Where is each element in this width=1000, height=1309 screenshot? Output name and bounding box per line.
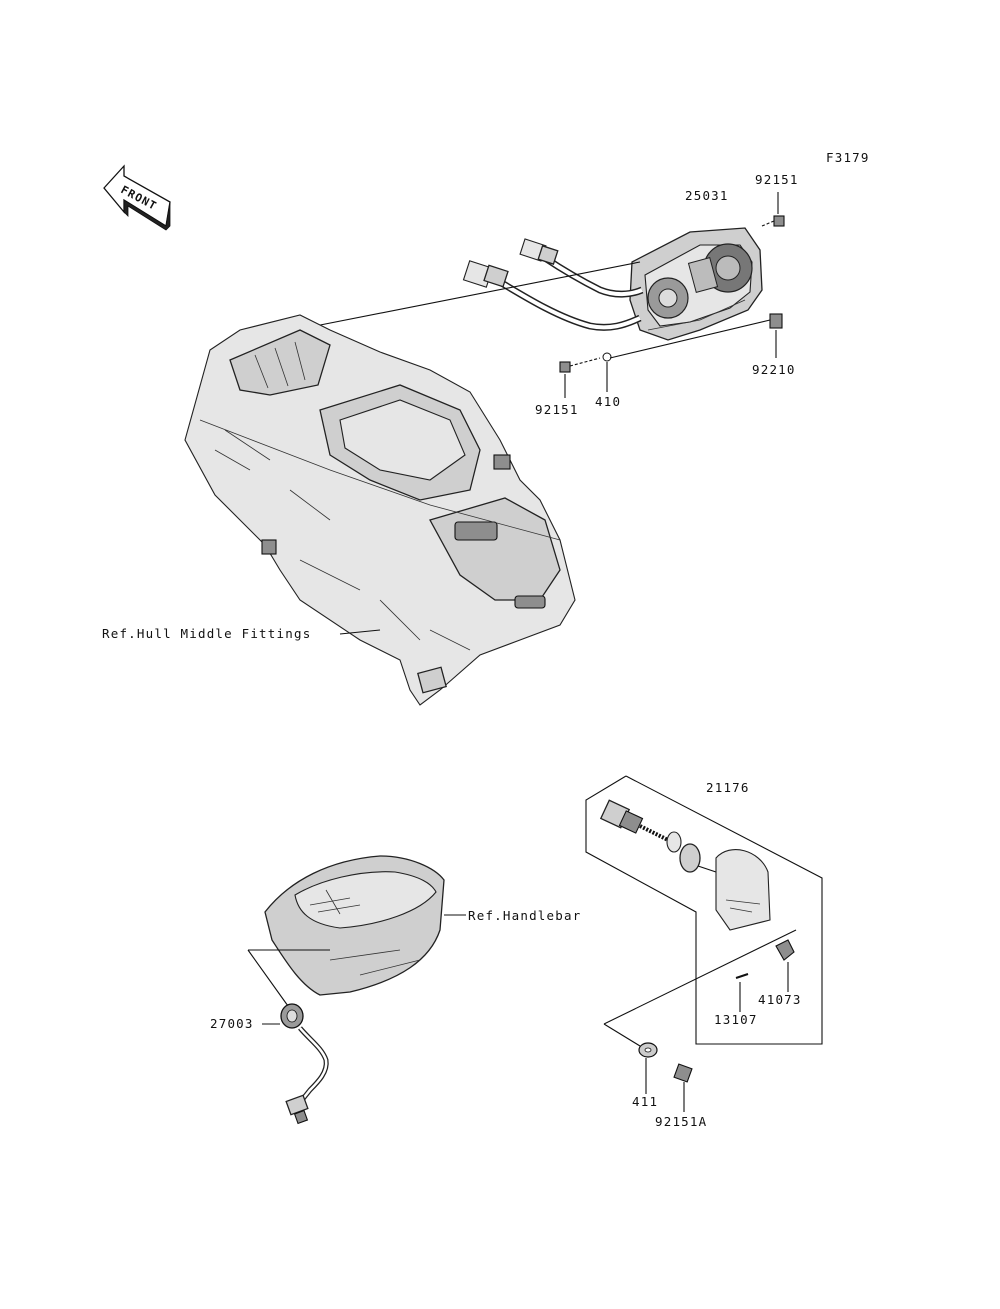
- clip-41073: [775, 939, 795, 961]
- label-410: 410: [595, 394, 621, 409]
- label-13107: 13107: [714, 1012, 758, 1027]
- figure-code: F3179: [826, 150, 870, 165]
- label-27003: 27003: [210, 1016, 254, 1031]
- front-arrow-icon: FRONT: [103, 164, 171, 231]
- label-92210: 92210: [752, 362, 796, 377]
- clip-92210: [769, 313, 783, 329]
- label-411: 411: [632, 1094, 658, 1109]
- label-92151-left: 92151: [535, 402, 579, 417]
- switch-assembly-21176: [599, 799, 771, 931]
- kit-frame-21176: [585, 775, 823, 1045]
- pin-13107: [735, 973, 749, 979]
- label-25031: 25031: [685, 188, 729, 203]
- screw-92151-top: [761, 215, 785, 227]
- meter-harness: [462, 238, 644, 331]
- handlebar-cover: [264, 855, 445, 996]
- label-ref-hull: Ref.Hull Middle Fittings: [102, 626, 311, 641]
- screw-92151A: [673, 1063, 693, 1083]
- label-41073: 41073: [758, 992, 802, 1007]
- label-21176: 21176: [706, 780, 750, 795]
- hull-middle-fitting: [184, 314, 576, 706]
- screw-92151-left: [559, 357, 601, 373]
- nut-411: [638, 1042, 658, 1058]
- label-92151-top: 92151: [755, 172, 799, 187]
- sensor-27003: [280, 1003, 329, 1125]
- label-92151A: 92151A: [655, 1114, 707, 1129]
- meter-assembly-25031: [629, 227, 763, 341]
- label-ref-handlebar: Ref.Handlebar: [468, 908, 581, 923]
- grommet-410: [602, 352, 612, 362]
